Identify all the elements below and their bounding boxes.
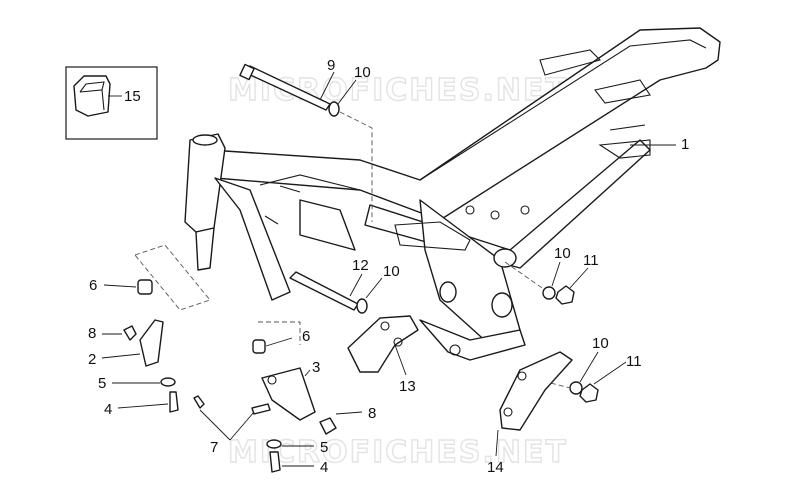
callout-9: 9 bbox=[327, 57, 335, 74]
watermark-bottom: MICROFICHES.NET bbox=[228, 435, 568, 470]
callout-5-left: 5 bbox=[98, 375, 106, 392]
callout-14: 14 bbox=[487, 459, 504, 476]
nut-set-upper-right bbox=[504, 261, 589, 305]
callout-8-center: 8 bbox=[368, 405, 376, 422]
callout-10-upper-right: 10 bbox=[554, 245, 571, 262]
watermark-top: MICROFICHES.NET bbox=[228, 73, 568, 108]
callout-3: 3 bbox=[312, 359, 320, 376]
callout-12: 12 bbox=[352, 257, 369, 274]
bolt-9-and-washer bbox=[239, 63, 373, 222]
callout-11-lower: 11 bbox=[626, 353, 642, 370]
nut-set-lower-right bbox=[519, 351, 627, 403]
callout-6-center: 6 bbox=[302, 328, 310, 345]
callout-7: 7 bbox=[210, 439, 218, 456]
callout-4-left: 4 bbox=[104, 401, 112, 418]
part-15-inset bbox=[65, 66, 158, 140]
callout-6-left: 6 bbox=[89, 277, 97, 294]
callout-4-center: 4 bbox=[320, 459, 328, 476]
callout-5-center: 5 bbox=[320, 439, 328, 456]
callout-8-left: 8 bbox=[88, 325, 96, 342]
bracket-13 bbox=[347, 315, 526, 376]
callout-10-lower-right: 10 bbox=[592, 335, 609, 352]
callout-10-top: 10 bbox=[354, 64, 371, 81]
left-bracket-assembly bbox=[101, 244, 211, 413]
bolt-12-and-washer bbox=[289, 271, 383, 314]
callout-1: 1 bbox=[681, 136, 689, 153]
callout-11-upper: 11 bbox=[583, 252, 599, 269]
center-bracket-assembly bbox=[193, 321, 363, 473]
callout-10-mid: 10 bbox=[383, 263, 400, 280]
bracket-14 bbox=[495, 351, 573, 457]
callout-15: 15 bbox=[124, 88, 141, 105]
callout-13: 13 bbox=[399, 378, 416, 395]
callout-2: 2 bbox=[88, 351, 96, 368]
main-frame bbox=[184, 27, 721, 346]
